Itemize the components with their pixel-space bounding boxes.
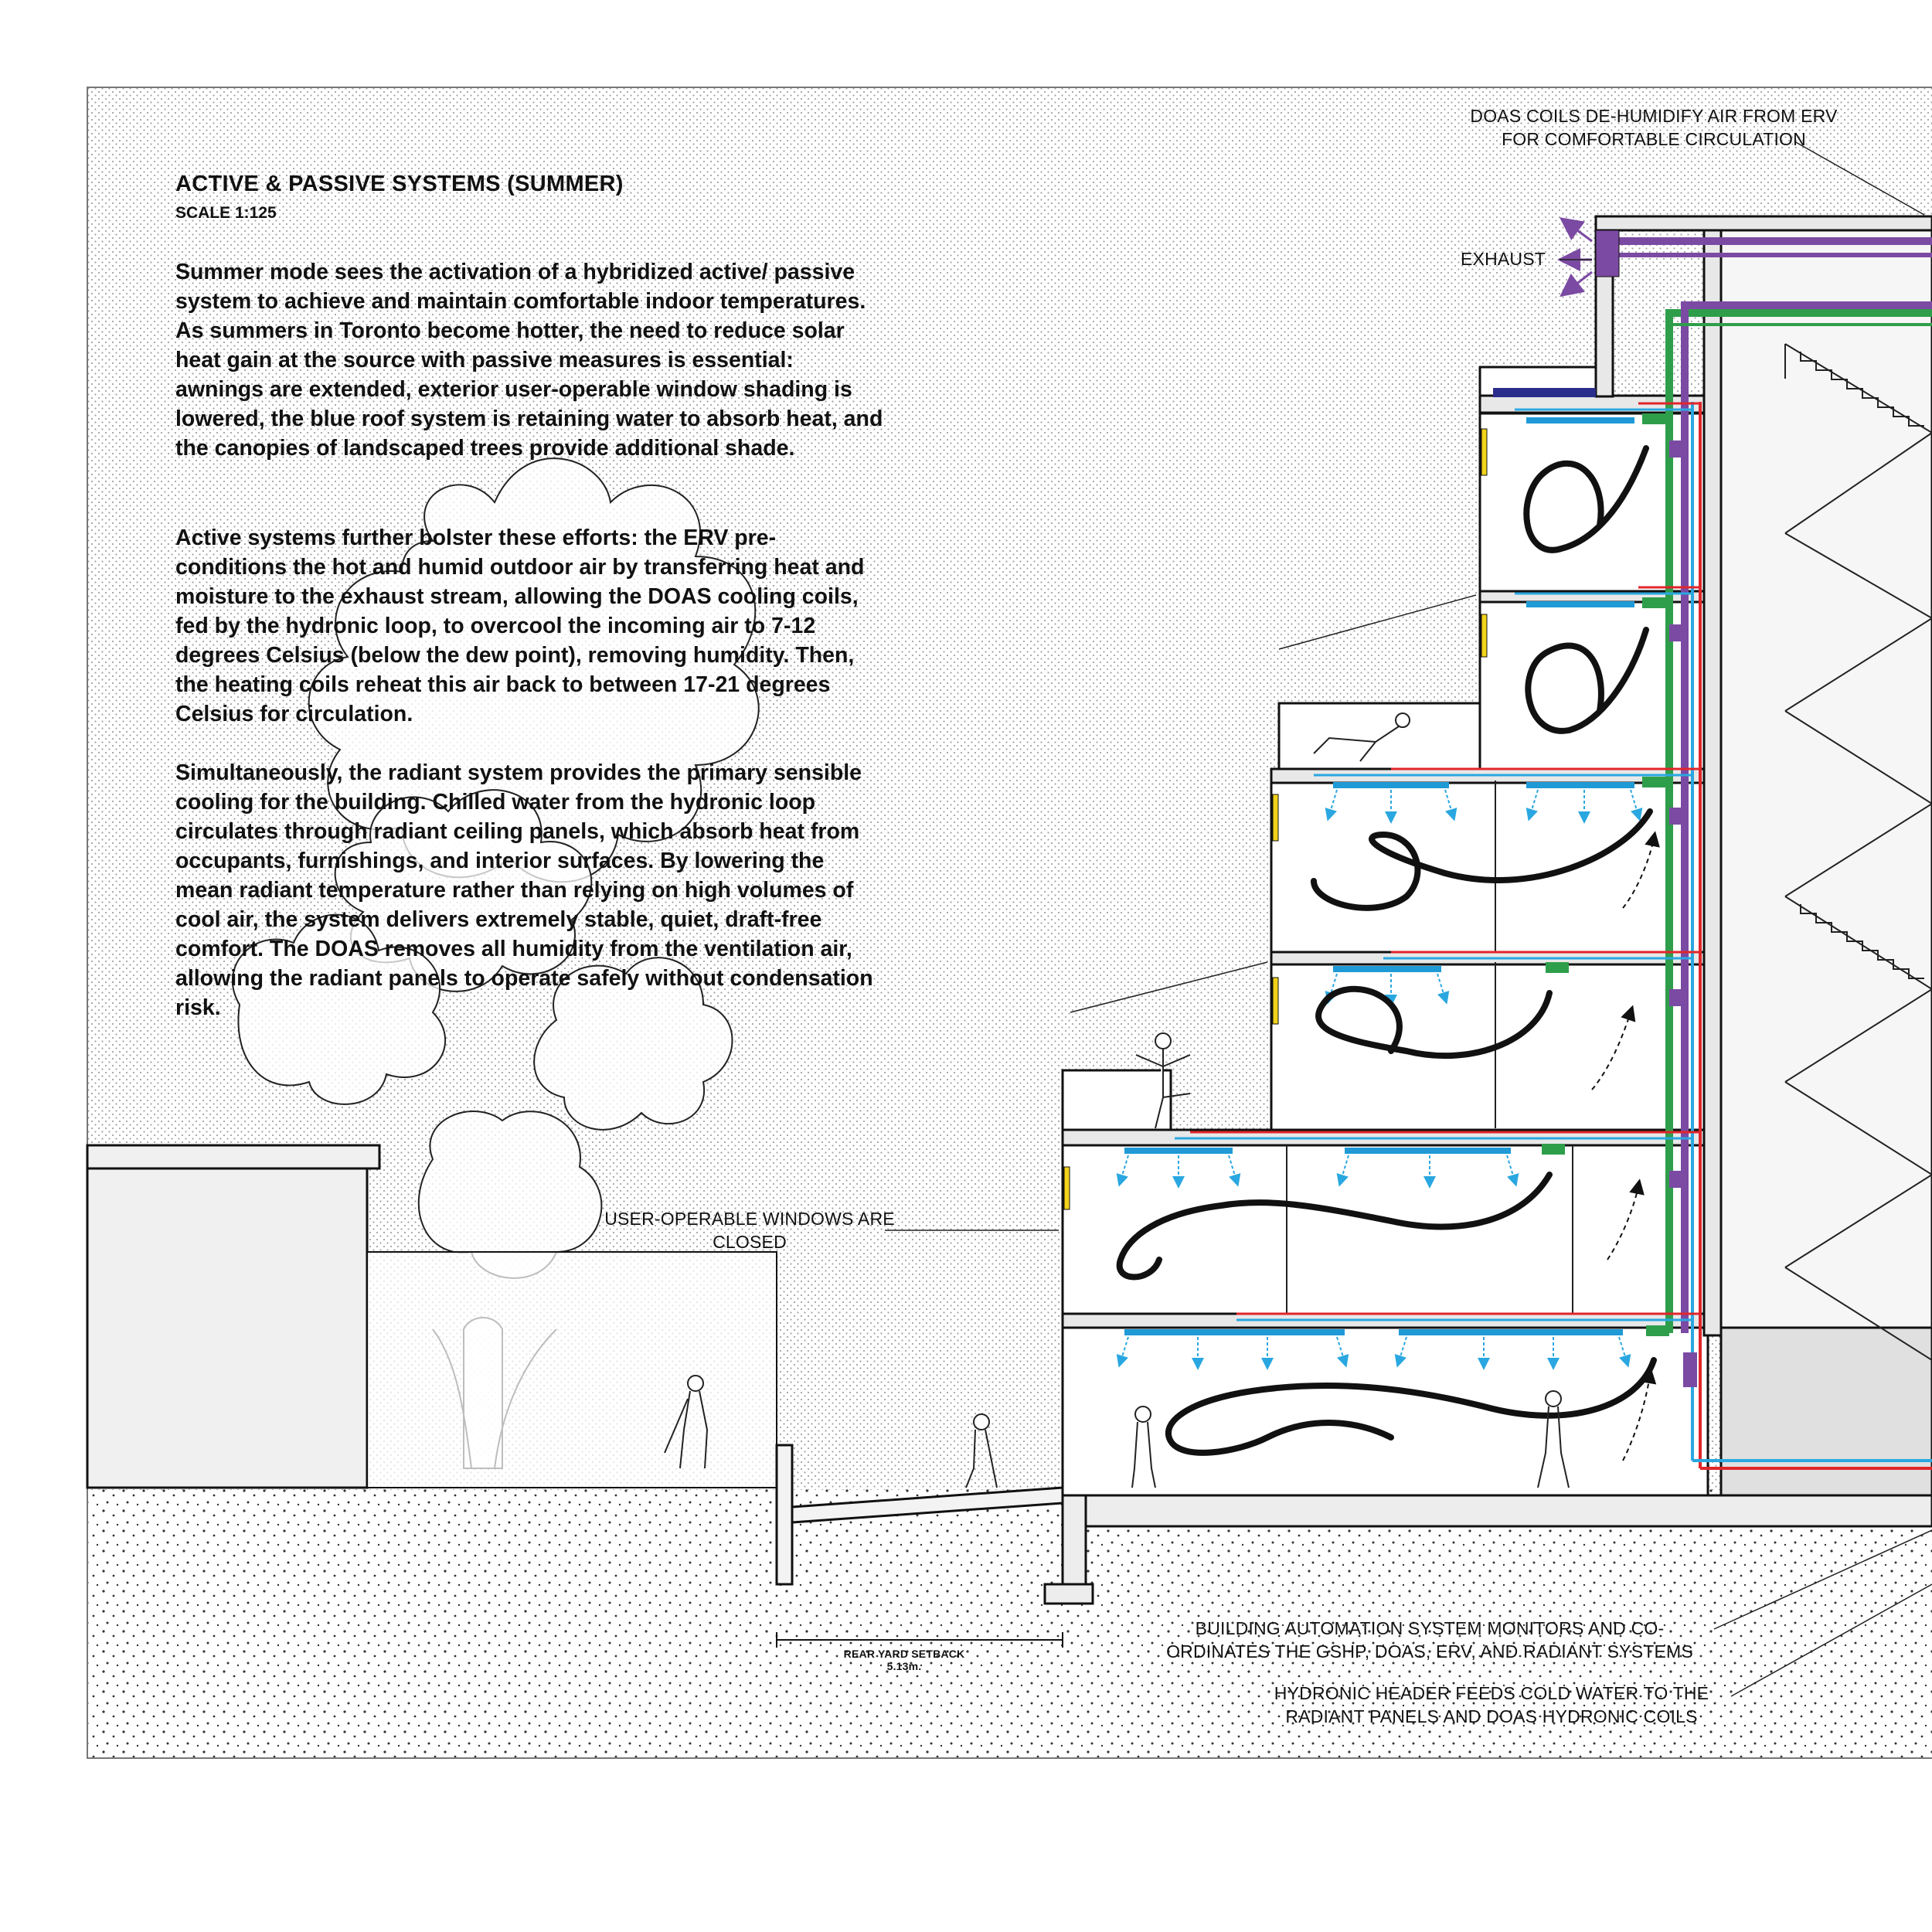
rear-yard (775, 1444, 1064, 1586)
airflow-swirls (1116, 445, 1657, 1456)
setback-dimension (776, 1632, 1063, 1648)
erv-dampers (1669, 440, 1697, 1387)
drawing-title: ACTIVE & PASSIVE SYSTEMS (SUMMER) (175, 172, 624, 196)
note-hydronic-header: HYDRONIC HEADER FEEDS COLD WATER TO THE … (1274, 1683, 1709, 1726)
paragraph-active: Active systems further bolster these eff… (175, 526, 865, 726)
setback-value: 5.13m. (886, 1660, 922, 1672)
return-air-arrows (1591, 831, 1660, 1461)
doas-coils (1542, 413, 1669, 1336)
fence (366, 1251, 777, 1488)
drawing-frame (87, 87, 1932, 1759)
building-structure (1043, 215, 1932, 1605)
neighbour-building (86, 1144, 381, 1489)
supply-branches (1175, 402, 1700, 1321)
leader-lines (885, 141, 1932, 1697)
radiant-panels (1124, 417, 1634, 1335)
note-windows: USER-OPERABLE WINDOWS ARE CLOSED (604, 1209, 895, 1252)
setback-title: REAR YARD SETBACK (843, 1648, 965, 1660)
note-doas-coils: DOAS COILS DE-HUMIDIFY AIR FROM ERV FOR … (1470, 106, 1838, 149)
figures (664, 713, 1570, 1488)
note-exhaust: EXHAUST (1461, 249, 1546, 269)
stair-core (1784, 343, 1932, 1361)
paragraph-passive: Summer mode sees the activation of a hyb… (175, 260, 883, 461)
scale-label: SCALE 1:125 (175, 204, 277, 222)
blue-roof (1493, 388, 1596, 397)
awnings (1063, 428, 1488, 1210)
note-bas: BUILDING AUTOMATION SYSTEM MONITORS AND … (1166, 1618, 1693, 1662)
ground-soil (87, 1488, 1932, 1758)
paragraph-radiant: Simultaneously, the radiant system provi… (175, 760, 873, 1020)
setback-label: REAR YARD SETBACK 5.13m. (842, 1648, 966, 1672)
cooling-drops (1116, 789, 1643, 1370)
